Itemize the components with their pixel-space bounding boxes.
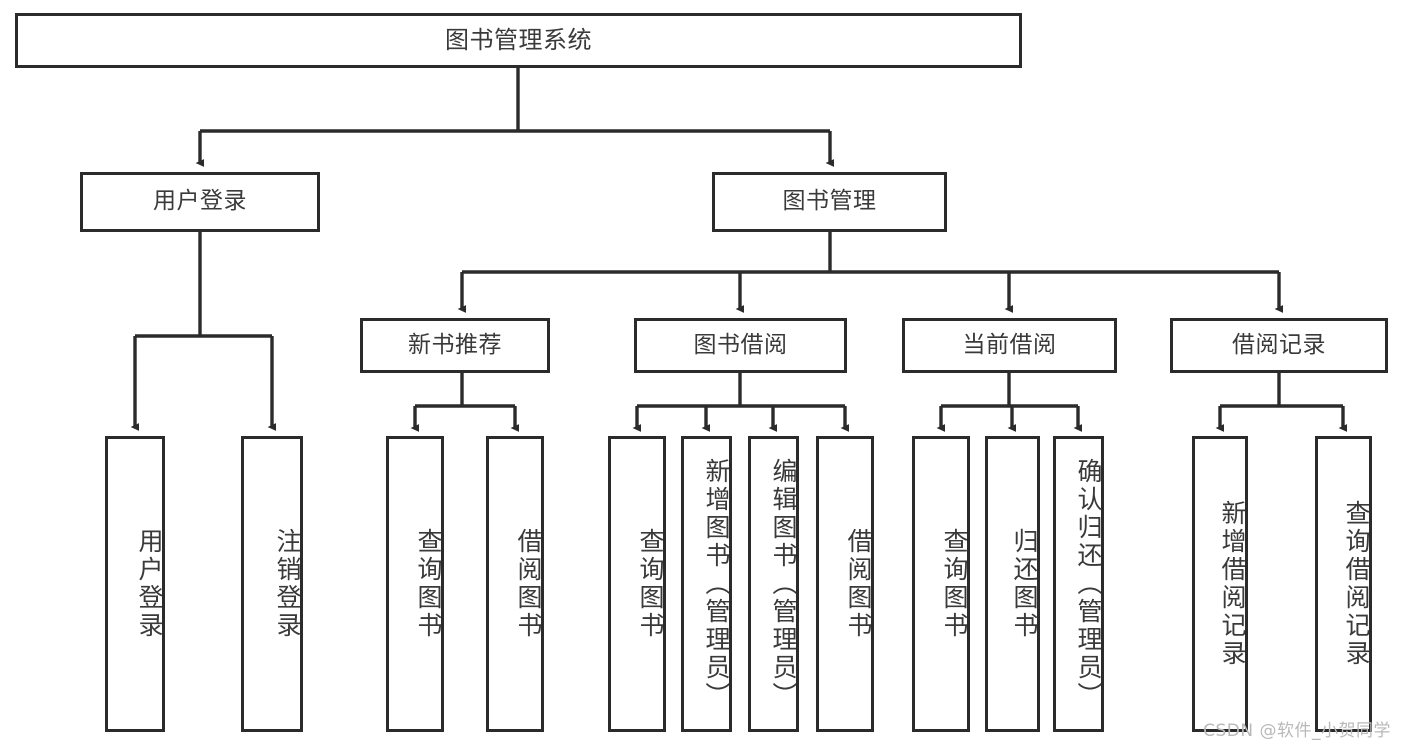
node-borrow-records[interactable]: 借阅记录	[1170, 318, 1388, 373]
leaf-logout[interactable]: 注销登录	[241, 436, 303, 732]
node-new-book-recommend[interactable]: 新书推荐	[360, 318, 550, 373]
leaf-add-book-admin[interactable]: 新增图书（管理员）	[681, 436, 732, 732]
node-label: 用户登录	[153, 188, 247, 215]
node-label: 归还图书	[1010, 528, 1039, 640]
connector-borrow-to-leaves	[632, 373, 850, 432]
node-label: 借阅图书	[844, 528, 873, 640]
connector-current-borrow-to-leaves	[936, 373, 1083, 432]
node-label: 查询图书	[940, 528, 969, 640]
node-root-system[interactable]: 图书管理系统	[15, 13, 1022, 68]
leaf-edit-book-admin[interactable]: 编辑图书（管理员）	[748, 436, 799, 732]
leaf-return-book[interactable]: 归还图书	[985, 436, 1040, 732]
node-label: 查询借阅记录	[1342, 500, 1371, 668]
connector-new-book-to-leaves	[410, 373, 520, 432]
node-book-borrow[interactable]: 图书借阅	[634, 318, 847, 373]
leaf-query-book-recommend[interactable]: 查询图书	[386, 436, 444, 732]
leaf-confirm-return-admin[interactable]: 确认归还（管理员）	[1053, 436, 1104, 732]
node-label: 注销登录	[273, 528, 302, 640]
leaf-borrow-book[interactable]: 借阅图书	[816, 436, 874, 732]
node-label: 编辑图书（管理员）	[769, 458, 798, 710]
connector-records-to-leaves	[1215, 373, 1348, 432]
node-current-borrow[interactable]: 当前借阅	[902, 318, 1117, 373]
connector-user-login-to-leaves	[130, 232, 277, 431]
node-book-management[interactable]: 图书管理	[712, 172, 947, 232]
node-label: 借阅记录	[1232, 331, 1326, 358]
node-label: 当前借阅	[962, 331, 1057, 358]
leaf-user-login[interactable]: 用户登录	[105, 436, 165, 732]
node-label: 确认归还（管理员）	[1074, 458, 1103, 710]
node-user-login[interactable]: 用户登录	[80, 172, 320, 232]
leaf-borrow-book-recommend[interactable]: 借阅图书	[486, 436, 544, 732]
leaf-query-borrow-record[interactable]: 查询借阅记录	[1315, 436, 1372, 732]
node-label: 新书推荐	[408, 331, 502, 358]
node-label: 图书管理	[782, 188, 877, 215]
node-label: 查询图书	[414, 528, 443, 640]
csdn-watermark: CSDN @软件_小贺同学	[1203, 721, 1391, 741]
node-label: 图书借阅	[693, 331, 788, 358]
connector-root-to-level2	[195, 68, 835, 167]
node-label: 新增借阅记录	[1218, 500, 1247, 668]
leaf-query-book-current[interactable]: 查询图书	[912, 436, 970, 732]
node-label: 新增图书（管理员）	[702, 458, 731, 710]
node-label: 用户登录	[135, 528, 164, 640]
leaf-query-book-borrow[interactable]: 查询图书	[608, 436, 666, 732]
connector-book-mgmt-to-level3	[457, 232, 1284, 313]
leaf-add-borrow-record[interactable]: 新增借阅记录	[1192, 436, 1248, 732]
node-label: 图书管理系统	[445, 26, 592, 55]
node-label: 借阅图书	[514, 528, 543, 640]
node-label: 查询图书	[636, 528, 665, 640]
